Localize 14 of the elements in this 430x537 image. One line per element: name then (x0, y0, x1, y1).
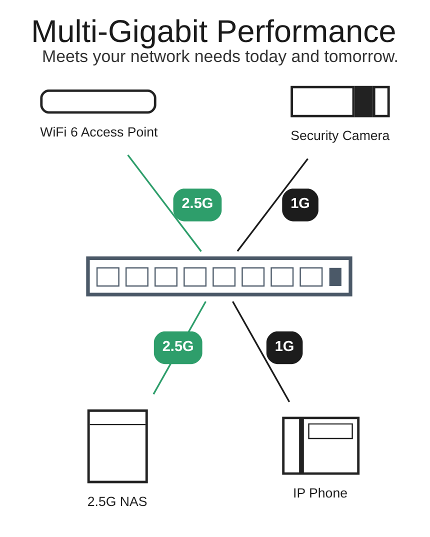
node-label: 2.5G NAS (87, 494, 148, 509)
edge-label: 1G (274, 338, 294, 355)
node-label: Security Camera (290, 128, 390, 144)
edge-label: 2.5G (182, 196, 214, 212)
connector (232, 301, 290, 402)
edge-label: 1G (290, 196, 310, 212)
edge-label: 2.5G (162, 338, 194, 355)
node-label: WiFi 6 Access Point (40, 124, 158, 140)
diagram-title: Multi-Gigabit Performance (31, 14, 396, 50)
connector (236, 158, 308, 252)
node-box (40, 89, 156, 114)
connector (127, 154, 202, 252)
node-label: IP Phone (293, 486, 348, 500)
node-box (87, 409, 148, 484)
